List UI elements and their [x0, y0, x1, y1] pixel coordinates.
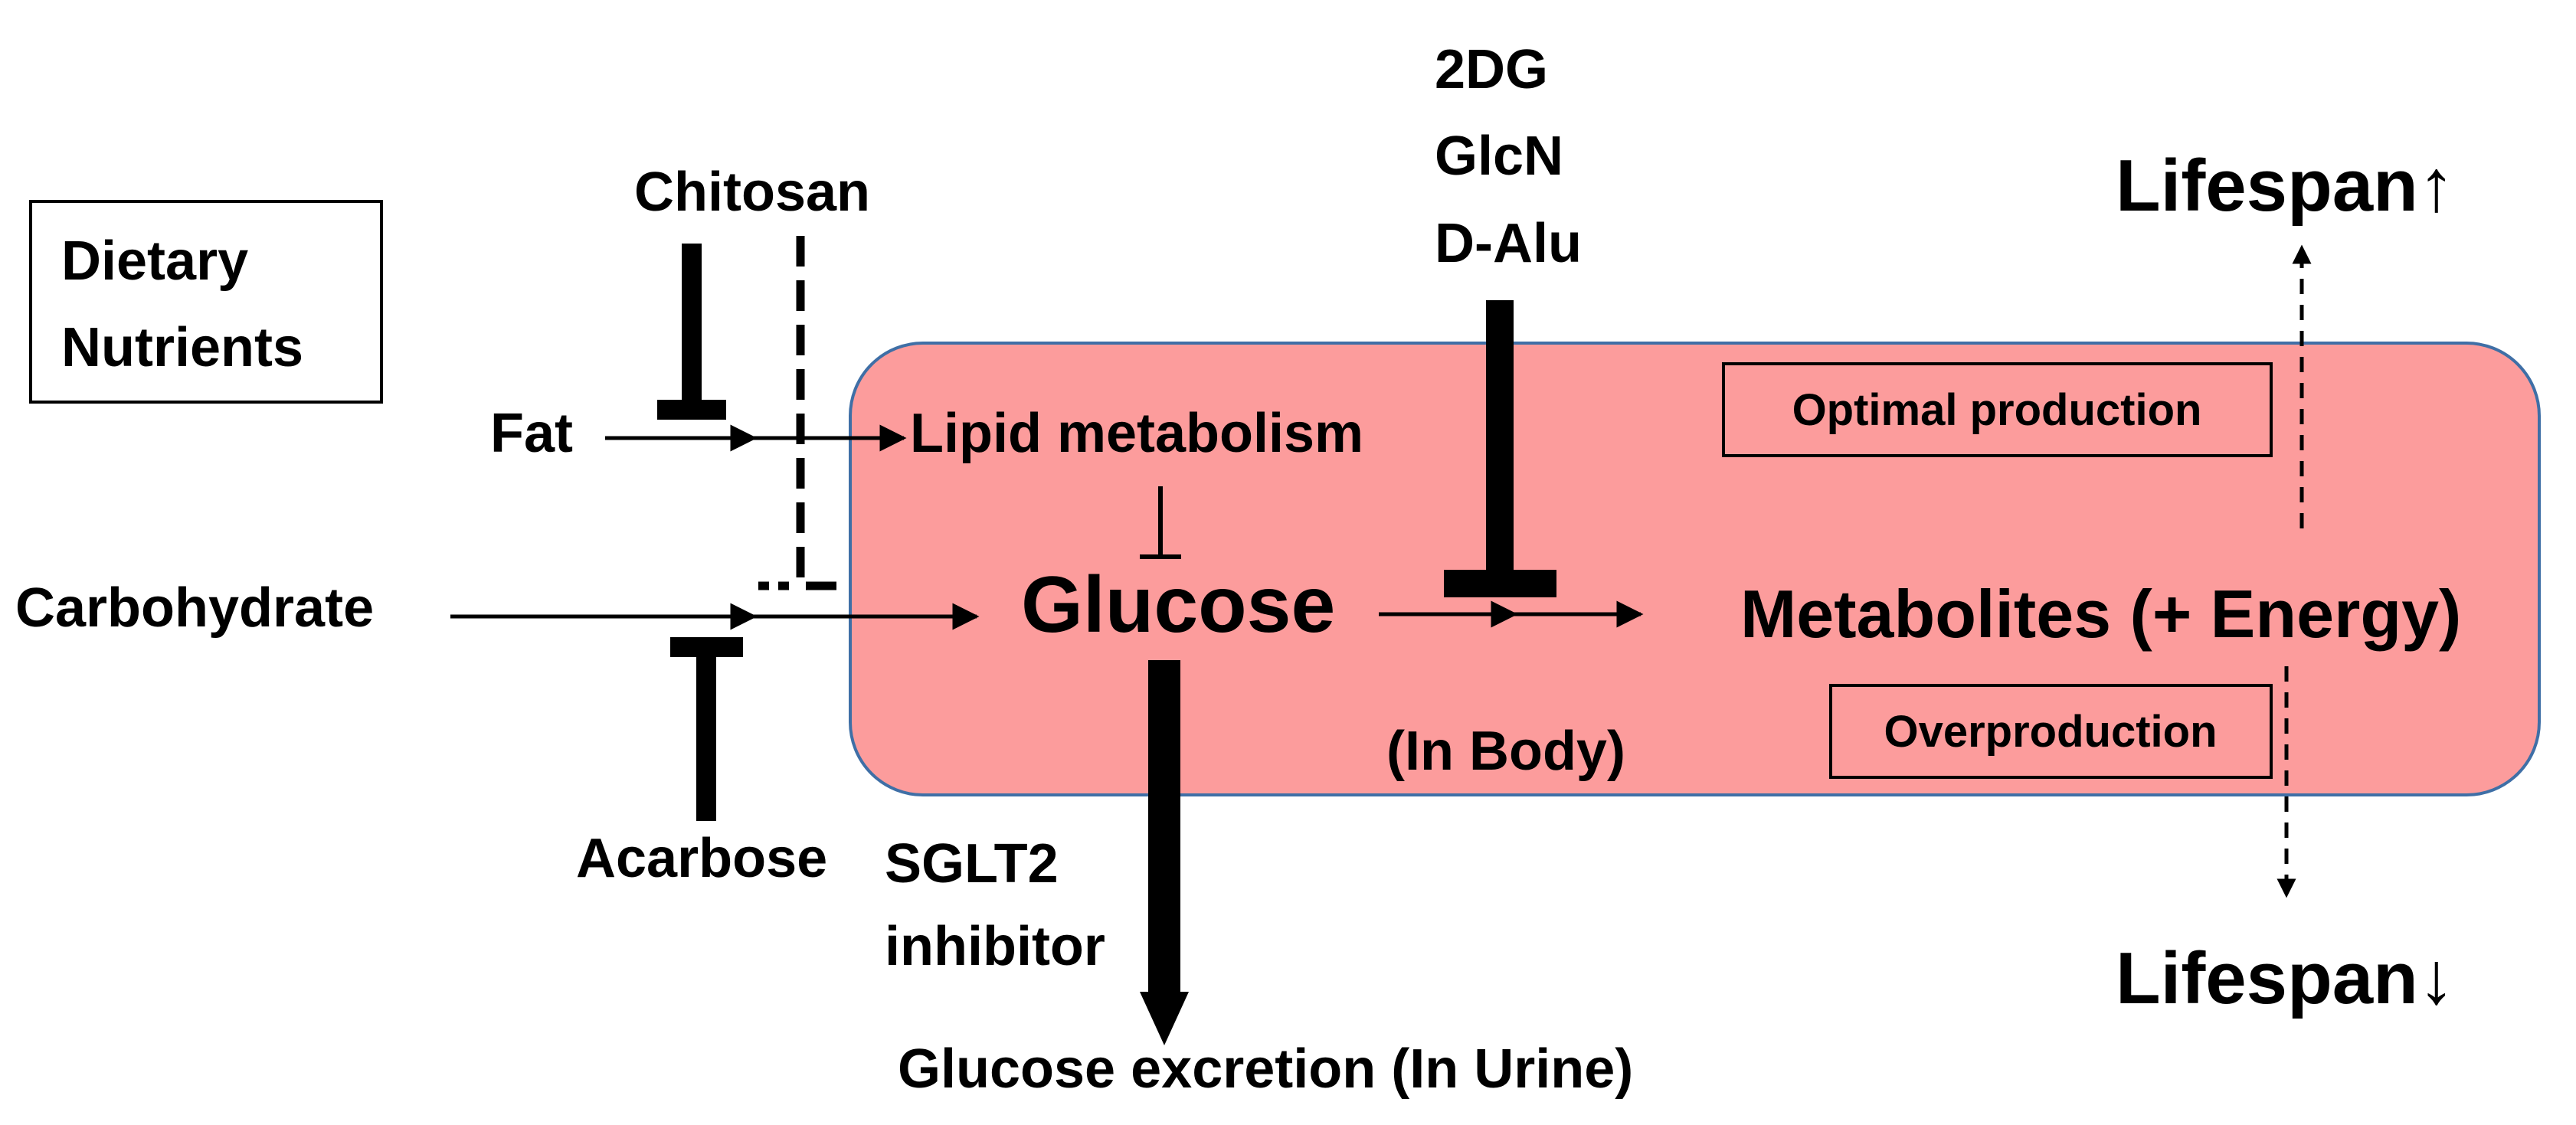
optimal-production-box: [1722, 362, 2273, 457]
chitosan-label: Chitosan: [634, 162, 870, 223]
dietary-nutrients-label-line2: Nutrients: [61, 317, 303, 378]
sglt2-label-line2: inhibitor: [885, 916, 1105, 977]
metabolites-label: Metabolites (+ Energy): [1740, 576, 2461, 652]
glucose-label: Glucose: [1021, 561, 1335, 649]
lifespan-up-label: Lifespan↑: [2116, 145, 2455, 227]
lifespan-down-label: Lifespan↓: [2116, 937, 2455, 1019]
lipid-metabolism-label: Lipid metabolism: [910, 403, 1363, 464]
in-body-label: (In Body): [1386, 721, 1625, 782]
chitosan-dashed-inhibit: [796, 236, 843, 590]
dietary-nutrients-box: [29, 200, 383, 404]
sglt2-label-line1: SGLT2: [885, 833, 1059, 894]
inhibitor-2dg-label: 2DG: [1435, 39, 1548, 100]
glucose-excretion-label: Glucose excretion (In Urine): [898, 1038, 1633, 1100]
acarbose-label: Acarbose: [576, 828, 827, 889]
fat-label: Fat: [490, 403, 573, 464]
overproduction-box: [1829, 684, 2273, 779]
inhibitor-glcn-label: GlcN: [1435, 126, 1563, 187]
inhibitor-dalu-label: D-Alu: [1435, 213, 1582, 274]
carbohydrate-label: Carbohydrate: [15, 577, 374, 639]
dietary-nutrients-label-line1: Dietary: [61, 231, 248, 292]
glucose-excretion-arrowhead: [1140, 992, 1189, 1045]
overproduction-label: Overproduction: [1884, 707, 2217, 757]
optimal-production-label: Optimal production: [1792, 385, 2202, 435]
